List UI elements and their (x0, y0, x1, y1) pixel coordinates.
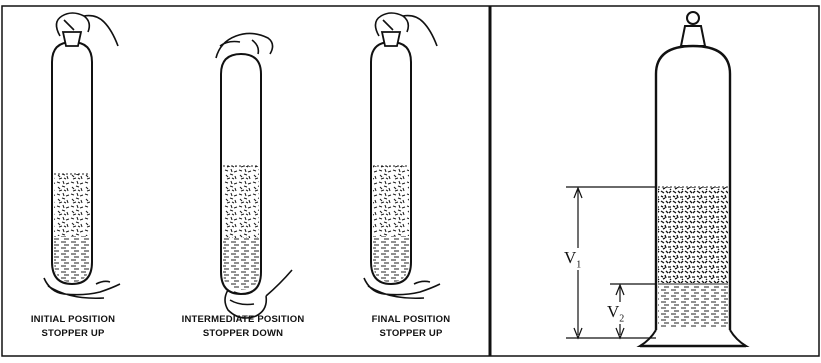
cylinder-initial (44, 13, 120, 298)
caption-initial-line1: INITIAL POSITION (16, 313, 130, 327)
caption-final: FINAL POSITION STOPPER UP (352, 313, 470, 341)
caption-initial-line2: STOPPER UP (16, 327, 130, 341)
label-v2-letter: V (607, 302, 619, 321)
cylinder-final (364, 13, 440, 298)
caption-final-line2: STOPPER UP (352, 327, 470, 341)
label-v1: V1 (563, 248, 582, 270)
label-v2-subscript: 2 (619, 313, 624, 324)
label-v2: V2 (606, 302, 625, 324)
caption-intermediate-line2: STOPPER DOWN (168, 327, 318, 341)
caption-intermediate: INTERMEDIATE POSITION STOPPER DOWN (168, 313, 318, 341)
caption-initial: INITIAL POSITION STOPPER UP (16, 313, 130, 341)
label-v1-letter: V (564, 248, 576, 267)
caption-intermediate-line1: INTERMEDIATE POSITION (168, 313, 318, 327)
label-v1-subscript: 1 (576, 259, 581, 270)
measuring-cylinder (640, 12, 746, 346)
cylinder-intermediate (216, 33, 292, 318)
caption-final-line1: FINAL POSITION (352, 313, 470, 327)
